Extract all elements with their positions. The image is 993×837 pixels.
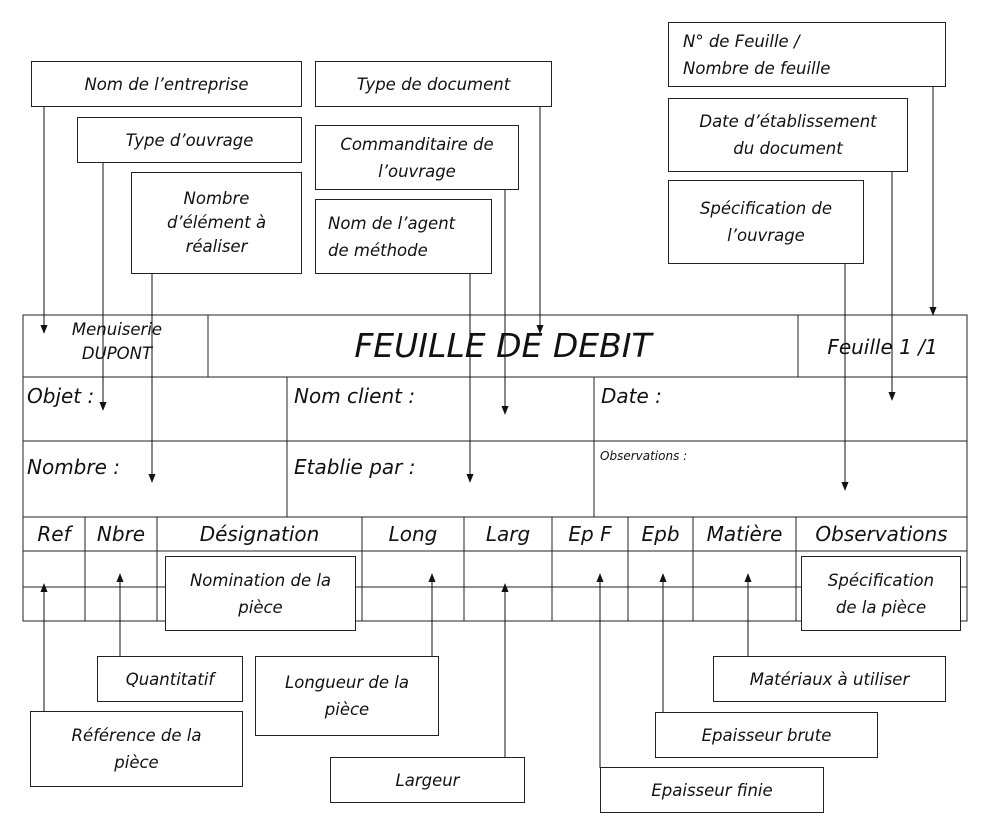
column-header: Nbre xyxy=(96,522,146,546)
date-label: Date : xyxy=(601,384,662,408)
column-header: Désignation xyxy=(199,522,320,546)
callout-quantitatif: Quantitatif xyxy=(97,656,243,702)
column-header: Long xyxy=(388,522,438,546)
callout-specification-ouvrage: Spécification de l’ouvrage xyxy=(668,180,864,264)
sheet-number: Feuille 1 /1 xyxy=(827,335,938,359)
callout-nom-agent: Nom de l’agent de méthode xyxy=(315,199,492,274)
column-header: Epb xyxy=(641,522,680,546)
callout-nomination-piece: Nomination de la pièce xyxy=(165,556,356,631)
callout-longueur-piece: Longueur de la pièce xyxy=(255,656,439,736)
callout-materiaux: Matériaux à utiliser xyxy=(713,656,946,702)
callout-date-etablissement: Date d’établissement du document xyxy=(668,98,908,172)
etablie-par-label: Etablie par : xyxy=(294,455,416,479)
column-header: Ref xyxy=(37,522,71,546)
callout-commanditaire: Commanditaire de l’ouvrage xyxy=(315,125,519,190)
observations-small-label: Observations : xyxy=(600,449,688,463)
column-header: Observations xyxy=(815,522,948,546)
arrows xyxy=(40,85,937,768)
callout-nombre-element: Nombre d’élément à réaliser xyxy=(131,172,302,274)
callout-specification-piece: Spécification de la pièce xyxy=(801,556,961,631)
column-header: Ep F xyxy=(568,522,612,546)
callout-epaisseur-brute: Epaisseur brute xyxy=(655,712,878,758)
column-header: Larg xyxy=(485,522,531,546)
objet-label: Objet : xyxy=(27,384,95,408)
company-name: Menuiserie DUPONT xyxy=(71,320,163,363)
callout-reference-piece: Référence de la pièce xyxy=(30,711,243,787)
nom-client-label: Nom client : xyxy=(294,384,416,408)
callout-type-ouvrage: Type d’ouvrage xyxy=(77,117,302,163)
callout-num-feuille: N° de Feuille / Nombre de feuille xyxy=(668,22,946,87)
callout-type-document: Type de document xyxy=(315,61,552,107)
callout-epaisseur-finie: Epaisseur finie xyxy=(600,767,824,813)
callout-nom-entreprise: Nom de l’entreprise xyxy=(31,61,302,107)
form-title: FEUILLE DE DEBIT xyxy=(354,326,652,365)
nombre-label: Nombre : xyxy=(27,455,120,479)
column-header: Matière xyxy=(706,522,783,546)
callout-largeur: Largeur xyxy=(330,757,525,803)
